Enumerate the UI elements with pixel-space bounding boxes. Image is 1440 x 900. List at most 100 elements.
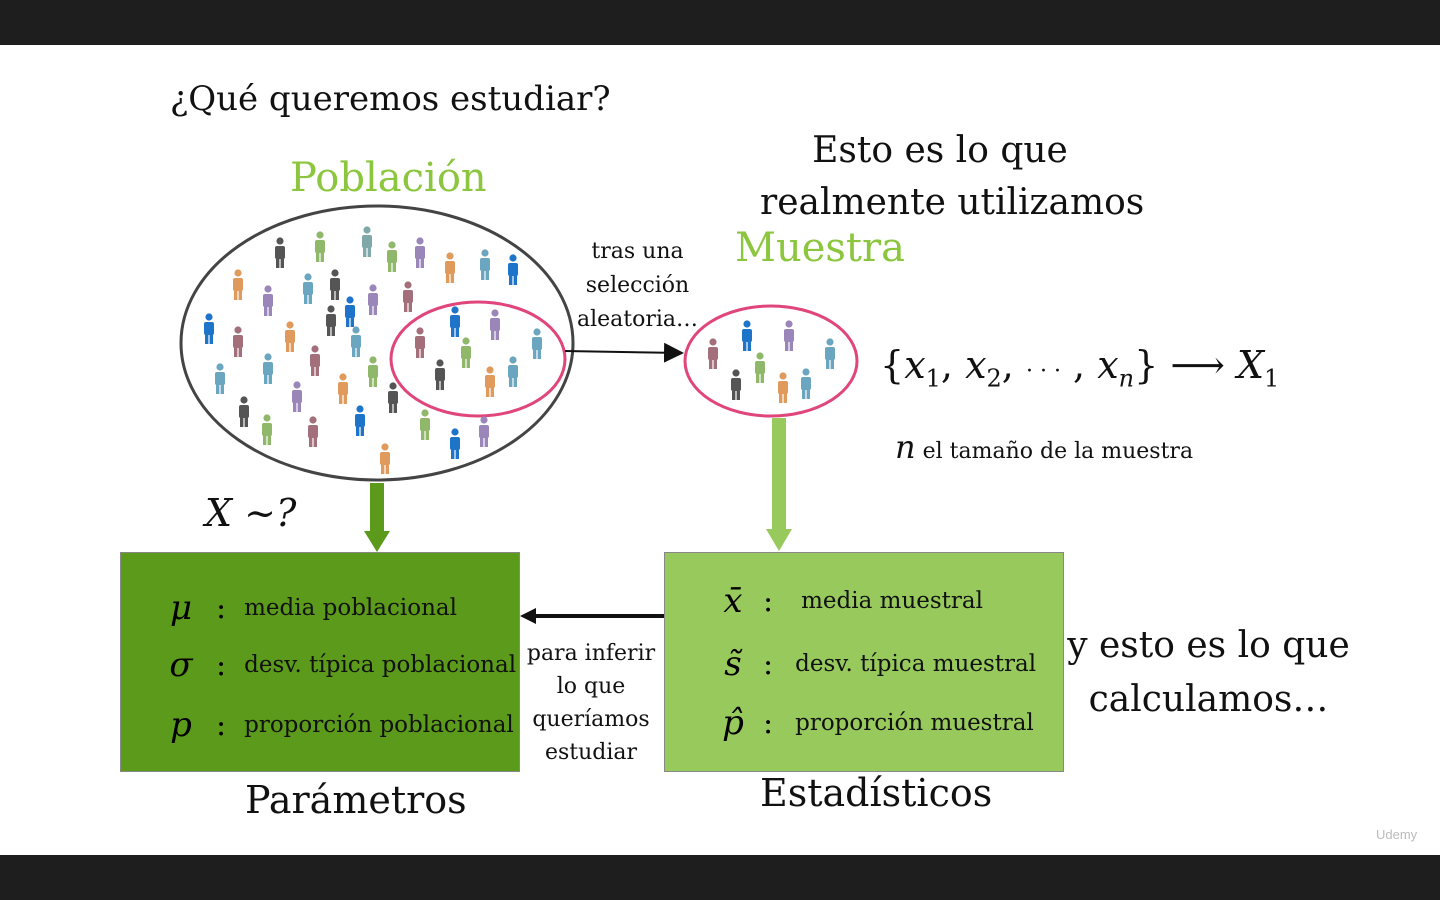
person-icon	[415, 327, 425, 358]
calc-note-line2: calculamos…	[1088, 679, 1329, 720]
param-symbol-mu: μ	[169, 588, 193, 628]
stat-symbol-phat: p̂	[722, 703, 744, 743]
sample-down-arrow-head	[766, 529, 792, 551]
population-down-arrow-head	[364, 531, 390, 552]
person-icon	[330, 269, 340, 300]
person-icon	[308, 416, 318, 447]
person-icon	[315, 231, 325, 262]
person-icon	[485, 366, 495, 397]
infer-note-line4: estudiar	[544, 740, 638, 765]
sample-ellipse	[683, 304, 859, 418]
person-icon	[801, 368, 811, 399]
person-icon	[784, 320, 794, 351]
param-colon: :	[216, 647, 227, 683]
formula-subn: n	[1118, 364, 1135, 393]
person-icon	[263, 353, 273, 384]
calc-note-line1: y esto es lo que	[1067, 625, 1350, 666]
sample-formula: {x1, x2, · · · , xn} ⟶ X1	[880, 343, 1280, 393]
sample-title: Muestra	[735, 225, 905, 271]
person-icon	[239, 396, 249, 427]
person-icon	[480, 249, 490, 280]
formula-x1: x	[904, 343, 926, 387]
n-symbol: n	[895, 428, 916, 466]
sampling-arrow	[564, 342, 684, 363]
formula-sub2: 2	[986, 364, 1002, 393]
population-title: Población	[290, 155, 487, 201]
person-icon	[435, 359, 445, 390]
stat-row-mean: x̄ : media muestral	[665, 581, 1063, 621]
person-icon	[380, 443, 390, 474]
stat-label-mean: media muestral	[801, 588, 983, 614]
person-icon	[275, 237, 285, 268]
subset-people	[415, 306, 542, 397]
param-label-mean: media poblacional	[244, 595, 457, 621]
person-icon	[303, 273, 313, 304]
distribution-label: X ~?	[205, 491, 297, 535]
person-icon	[532, 328, 542, 359]
sampling-note-line1: tras una	[591, 239, 684, 264]
param-symbol-p: p	[170, 705, 192, 745]
formula-X: X	[1236, 343, 1265, 387]
population-down-arrow-shaft	[370, 483, 384, 533]
person-icon	[731, 369, 741, 400]
person-icon	[233, 326, 243, 357]
person-icon	[204, 313, 214, 344]
formula-X-sub: 1	[1264, 364, 1280, 393]
infer-note-line3: queríamos	[532, 707, 650, 732]
sampling-note-line2: selección	[585, 273, 690, 298]
person-icon	[708, 338, 718, 369]
person-icon	[368, 356, 378, 387]
person-icon	[403, 281, 413, 312]
person-icon	[490, 309, 500, 340]
person-icon	[355, 405, 365, 436]
infer-note: para inferir lo que queríamos estudiar	[525, 637, 657, 769]
formula-arrow: ⟶	[1170, 343, 1225, 387]
used-note: Esto es lo que realmente utilizamos	[760, 125, 1145, 229]
stat-symbol-xbar: x̄	[723, 581, 743, 621]
person-icon	[450, 428, 460, 459]
person-icon	[362, 226, 372, 257]
parameters-box: μ : media poblacional σ : desv. típica p…	[120, 552, 520, 772]
person-icon	[755, 352, 765, 383]
statistics-caption: Estadísticos	[760, 771, 993, 815]
person-icon	[262, 414, 272, 445]
person-icon	[479, 416, 489, 447]
stat-label-sd: desv. típica muestral	[795, 651, 1037, 677]
formula-open-brace: {	[880, 343, 905, 387]
person-icon	[233, 269, 243, 300]
statistics-box: x̄ : media muestral s̃ : desv. típica mu…	[664, 552, 1064, 772]
parameters-caption: Parámetros	[245, 778, 467, 822]
formula-dots: · · ·	[1025, 359, 1061, 384]
used-note-line1: Esto es lo que	[812, 130, 1068, 171]
person-icon	[215, 363, 225, 394]
bottom-letterbox	[0, 855, 1440, 900]
person-icon	[263, 285, 273, 316]
person-icon	[415, 237, 425, 268]
formula-x2: x	[965, 343, 987, 387]
param-label-sd: desv. típica poblacional	[244, 652, 517, 678]
param-colon: :	[216, 590, 227, 626]
person-icon	[445, 252, 455, 283]
calc-note: y esto es lo que calculamos…	[1066, 619, 1351, 727]
person-icon	[778, 372, 788, 403]
stat-row-prop: p̂ : proporción muestral	[665, 703, 1063, 743]
person-icon	[338, 373, 348, 404]
param-row-prop: p : proporción poblacional	[121, 705, 519, 745]
param-symbol-sigma: σ	[169, 645, 193, 685]
stat-row-sd: s̃ : desv. típica muestral	[665, 644, 1063, 684]
stat-label-prop: proporción muestral	[795, 710, 1034, 736]
inference-arrow-head	[520, 608, 536, 624]
person-icon	[326, 305, 336, 336]
person-icon	[388, 382, 398, 413]
person-icon	[387, 241, 397, 272]
param-colon: :	[216, 707, 227, 743]
param-label-prop: proporción poblacional	[244, 712, 514, 738]
person-icon	[310, 345, 320, 376]
population-subset-ellipse	[389, 300, 567, 418]
udemy-watermark: Udemy	[1376, 827, 1418, 842]
sampling-note-line3: aleatoria…	[576, 307, 699, 332]
formula-sub1: 1	[925, 364, 941, 393]
population-people	[204, 226, 518, 474]
slide: ¿Qué queremos estudiar? Población Esto e…	[0, 45, 1440, 855]
used-note-line2: realmente utilizamos	[760, 182, 1145, 223]
